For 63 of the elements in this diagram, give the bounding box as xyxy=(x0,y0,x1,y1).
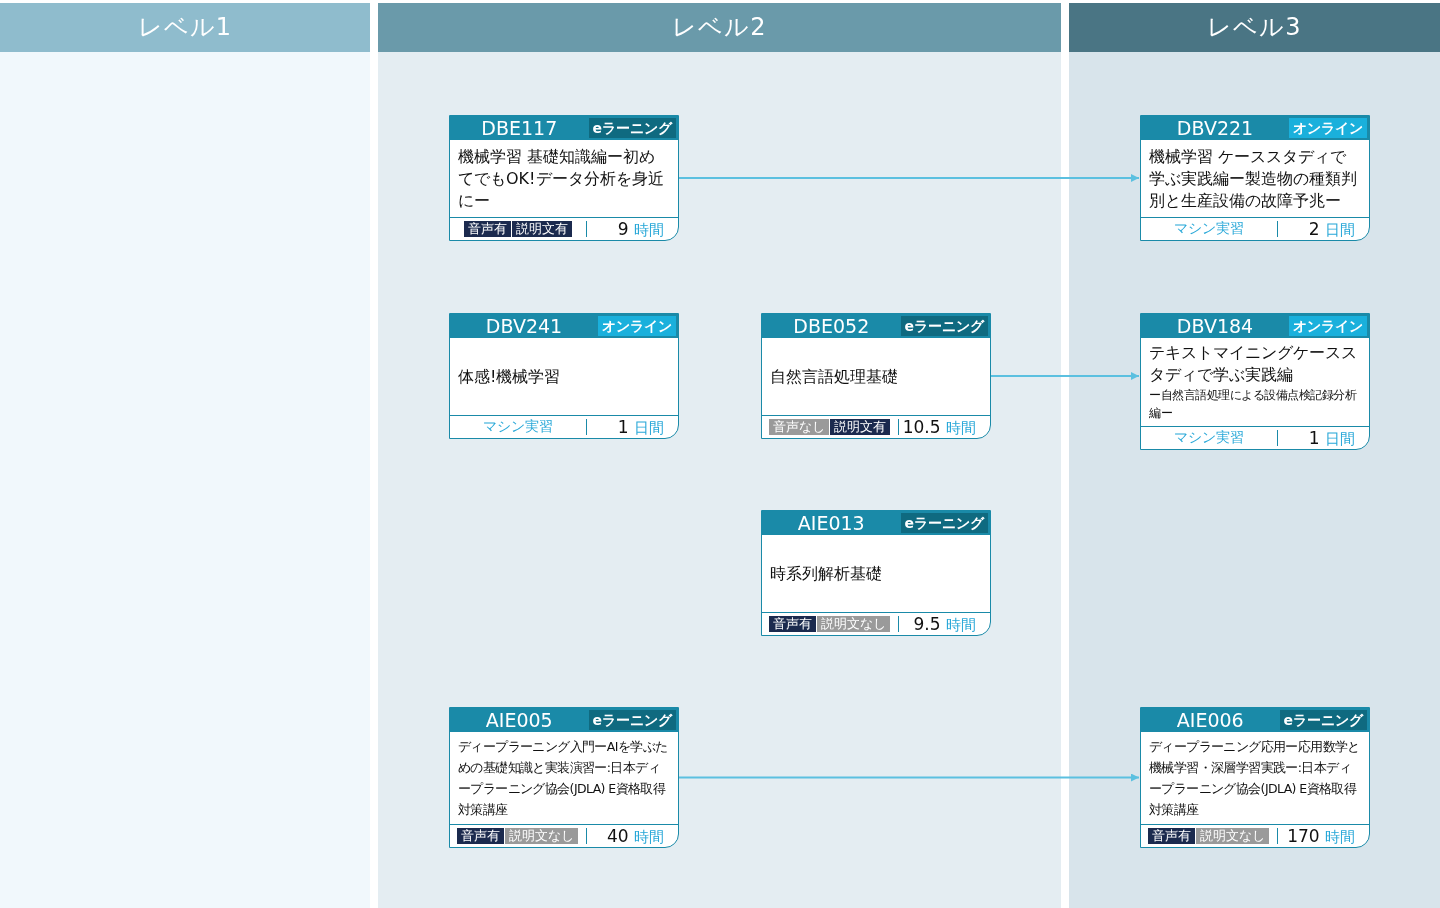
duration-text: 10.5 時間 xyxy=(901,416,977,438)
delivery-format-text: マシン実習 xyxy=(1174,220,1244,238)
course-title: ディープラーニング入門ーAIを学ぶための基礎知識と実装演習ー:日本ディープラーニング協会(JDLA) E資格取得対策講座 xyxy=(458,738,669,819)
arrow xyxy=(678,773,1140,782)
course-code: DBV241 xyxy=(484,314,564,338)
course-title: 体感!機械学習 xyxy=(458,365,562,388)
delivery-badge: オンライン xyxy=(598,316,676,336)
feature-tag: 説明文有 xyxy=(830,419,890,435)
delivery-badge: eラーニング xyxy=(1279,710,1367,730)
feature-tag: 音声有 xyxy=(457,828,504,844)
feature-tag: 説明文なし xyxy=(817,616,890,632)
feature-tag: 音声なし xyxy=(769,419,829,435)
lane-header: レベル2 xyxy=(378,3,1061,52)
feature-tag: 説明文有 xyxy=(511,221,572,237)
lane-column xyxy=(1069,3,1440,908)
course-code: DBE052 xyxy=(792,314,871,338)
course-title: 自然言語処理基礎 xyxy=(770,365,899,388)
lane-column xyxy=(378,3,1061,908)
lane-header: レベル3 xyxy=(1069,3,1440,52)
course-title: 時系列解析基礎 xyxy=(770,562,883,585)
feature-tag: 音声有 xyxy=(769,616,816,632)
duration-text: 1 日間 xyxy=(616,416,665,438)
course-card xyxy=(761,510,991,636)
duration-text: 9.5 時間 xyxy=(912,613,977,635)
course-code: DBV221 xyxy=(1175,116,1255,140)
feature-tag: 音声有 xyxy=(1148,828,1195,844)
arrow xyxy=(678,174,1140,182)
course-code: AIE013 xyxy=(796,511,866,535)
course-card xyxy=(1140,707,1370,848)
course-title: 機械学習 基礎知識編ー初めてでもOK!データ分析を身近にー xyxy=(458,145,665,212)
arrow xyxy=(990,372,1140,380)
delivery-badge: eラーニング xyxy=(900,513,988,533)
course-card xyxy=(1140,115,1370,241)
course-title: テキストマイニングケーススタディで学ぶ実践編 xyxy=(1149,342,1358,386)
duration-text: 2 日間 xyxy=(1307,218,1356,240)
course-card xyxy=(761,313,991,439)
course-code: AIE005 xyxy=(484,708,554,732)
delivery-format-text: マシン実習 xyxy=(1174,429,1244,447)
duration-text: 40 時間 xyxy=(605,825,665,847)
delivery-badge: オンライン xyxy=(1289,316,1367,336)
feature-tag: 説明文なし xyxy=(1196,828,1269,844)
lane-header: レベル1 xyxy=(0,3,370,52)
delivery-badge: eラーニング xyxy=(900,316,988,336)
course-title: 機械学習 ケーススタディで学ぶ実践編ー製造物の種類判別と生産設備の故障予兆ー xyxy=(1149,145,1358,212)
course-card xyxy=(1140,313,1370,450)
delivery-badge: オンライン xyxy=(1289,118,1367,138)
feature-tag: 説明文なし xyxy=(505,828,578,844)
course-card xyxy=(449,313,679,439)
course-code: AIE006 xyxy=(1175,708,1245,732)
duration-text: 9 時間 xyxy=(616,218,665,240)
duration-text: 1 日間 xyxy=(1307,427,1356,449)
delivery-format-text: マシン実習 xyxy=(483,418,553,436)
course-code: DBE117 xyxy=(480,116,559,140)
course-title: ディープラーニング応用ー応用数学と機械学習・深層学習実践ー:日本ディープラーニング協会(JDLA) E資格取得対策講座 xyxy=(1149,738,1361,819)
course-code: DBV184 xyxy=(1175,314,1255,338)
lane-column xyxy=(0,3,370,908)
duration-text: 170 時間 xyxy=(1286,825,1356,847)
delivery-badge: eラーニング xyxy=(588,118,676,138)
course-subtitle: ー自然言語処理による設備点検記録分析編ー xyxy=(1149,387,1358,422)
course-card xyxy=(449,707,679,848)
feature-tag: 音声有 xyxy=(463,221,511,237)
delivery-badge: eラーニング xyxy=(588,710,676,730)
course-card xyxy=(449,115,679,241)
